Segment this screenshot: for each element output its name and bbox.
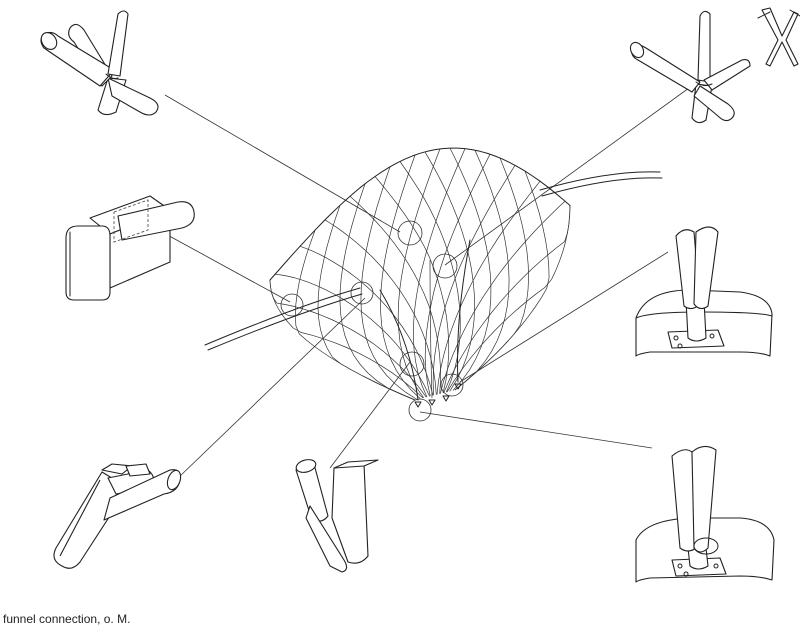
detail-base-lower (635, 445, 775, 583)
detail-circles (280, 220, 464, 422)
detail-sleeve-connection (65, 195, 195, 301)
gridshell-structure (204, 147, 663, 408)
detail-twin-tube-bottom (295, 459, 379, 573)
x-node-icon (757, 7, 800, 67)
detail-node-top-right (629, 10, 751, 124)
figure-caption: funnel connection, o. M. (3, 612, 131, 626)
detail-node-top-left (40, 10, 159, 116)
detail-base-upper (635, 226, 773, 357)
leader-lines (161, 79, 701, 479)
detail-y-junction-left (53, 463, 182, 569)
